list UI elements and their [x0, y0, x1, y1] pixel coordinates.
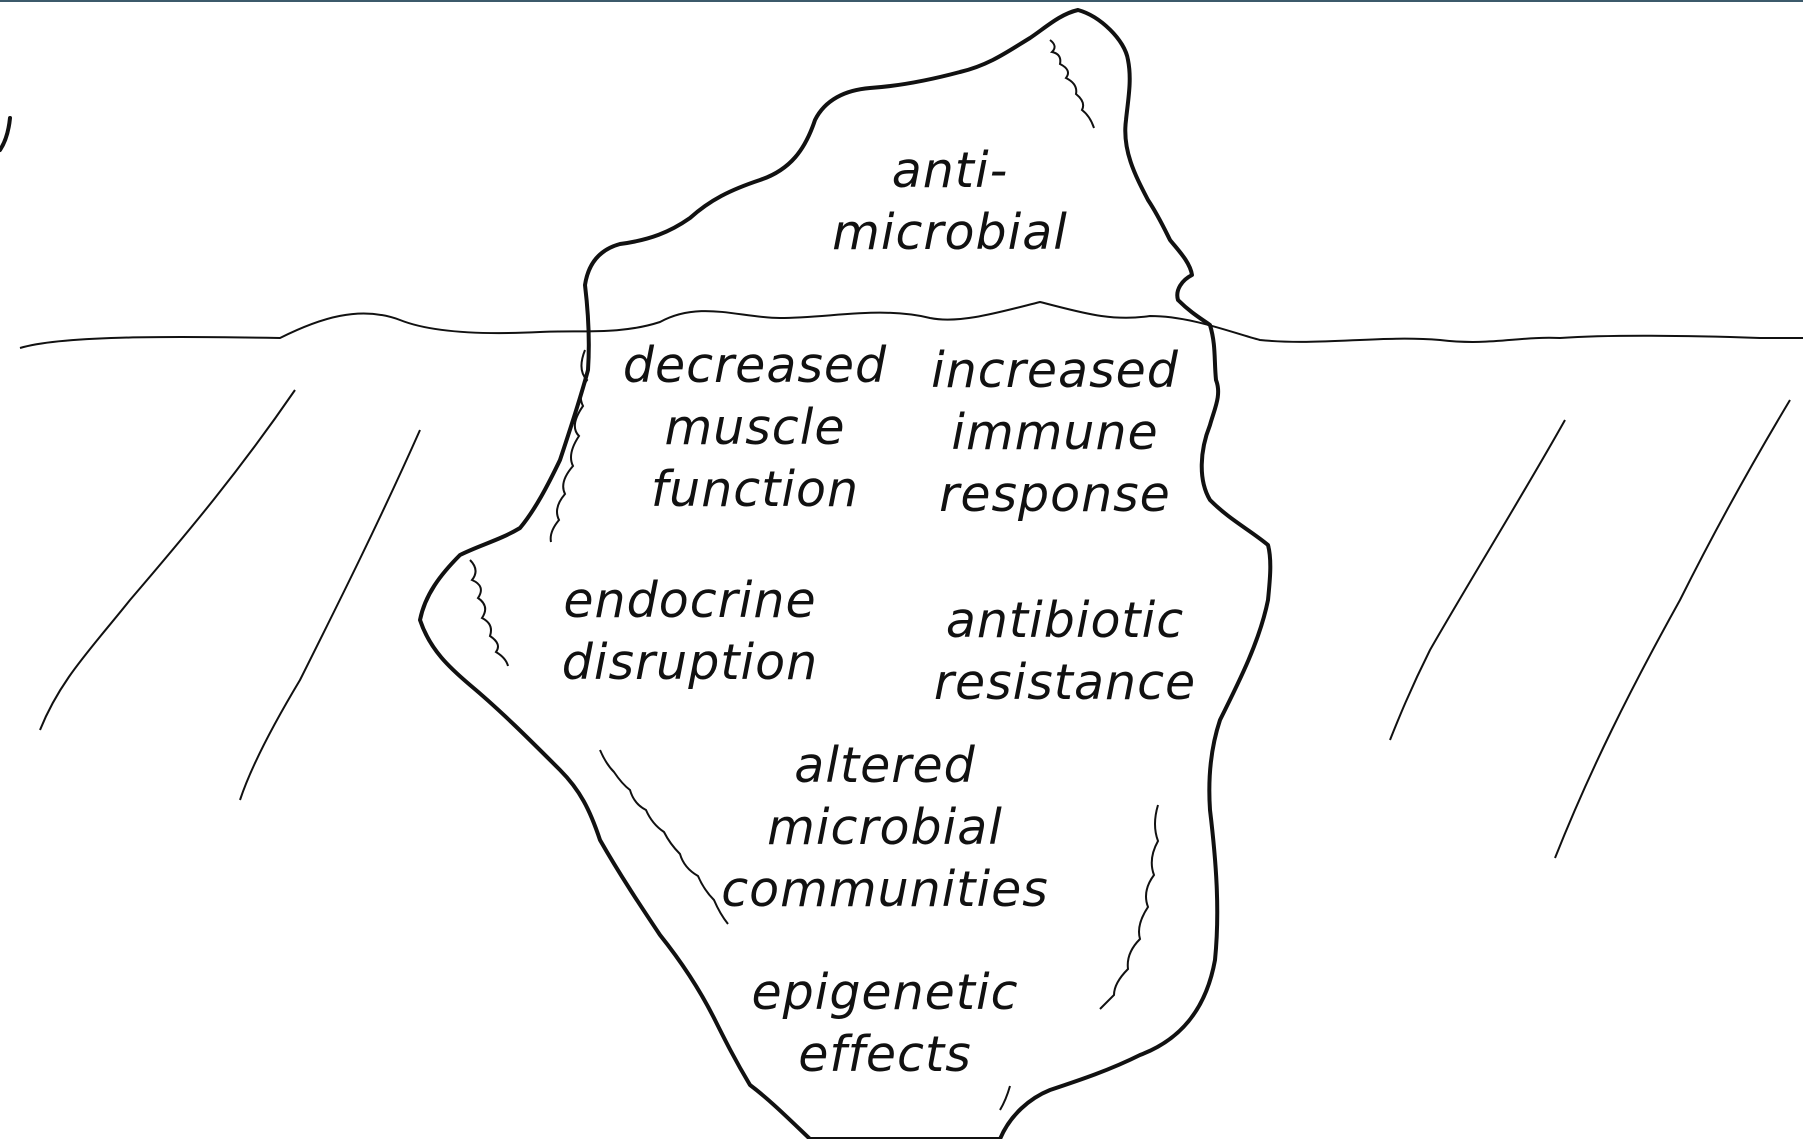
- label-immune-line3: response: [920, 464, 1190, 526]
- label-antimicrobial-line2: microbial: [830, 202, 1070, 264]
- label-increased-immune-response: increased immune response: [920, 340, 1190, 526]
- label-muscle-line1: decreased: [620, 335, 890, 397]
- label-immune-line1: increased: [920, 340, 1190, 402]
- label-antibiotic-resistance: antibiotic resistance: [920, 590, 1210, 714]
- label-communities-line2: microbial: [715, 797, 1055, 859]
- label-communities-line3: communities: [715, 859, 1055, 921]
- label-endocrine-line2: disruption: [545, 632, 835, 694]
- label-decreased-muscle-function: decreased muscle function: [620, 335, 890, 521]
- shading-bottom: [1000, 1086, 1010, 1110]
- shading-left-lower: [600, 750, 728, 924]
- label-epigenetic-line1: epigenetic: [745, 962, 1025, 1024]
- shading-left-middle: [470, 560, 508, 666]
- label-endocrine-line1: endocrine: [545, 570, 835, 632]
- wave-left-1: [40, 390, 295, 730]
- shading-top: [1050, 40, 1094, 128]
- label-antimicrobial: anti- microbial: [830, 140, 1070, 264]
- label-epigenetic-effects: epigenetic effects: [745, 962, 1025, 1086]
- label-altered-microbial-communities: altered microbial communities: [715, 735, 1055, 921]
- shading-right-lower: [1100, 805, 1158, 1009]
- label-immune-line2: immune: [920, 402, 1190, 464]
- wave-right-1: [1390, 420, 1565, 740]
- wave-right-2: [1555, 400, 1790, 858]
- edge-mark: [0, 118, 10, 150]
- water-line: [20, 302, 1803, 348]
- label-muscle-line3: function: [620, 459, 890, 521]
- label-antimicrobial-line1: anti-: [830, 140, 1070, 202]
- label-endocrine-disruption: endocrine disruption: [545, 570, 835, 694]
- label-muscle-line2: muscle: [620, 397, 890, 459]
- shading-left-upper: [551, 350, 587, 542]
- label-epigenetic-line2: effects: [745, 1024, 1025, 1086]
- label-antibiotic-line2: resistance: [920, 652, 1210, 714]
- wave-left-2: [240, 430, 420, 800]
- label-antibiotic-line1: antibiotic: [920, 590, 1210, 652]
- label-communities-line1: altered: [715, 735, 1055, 797]
